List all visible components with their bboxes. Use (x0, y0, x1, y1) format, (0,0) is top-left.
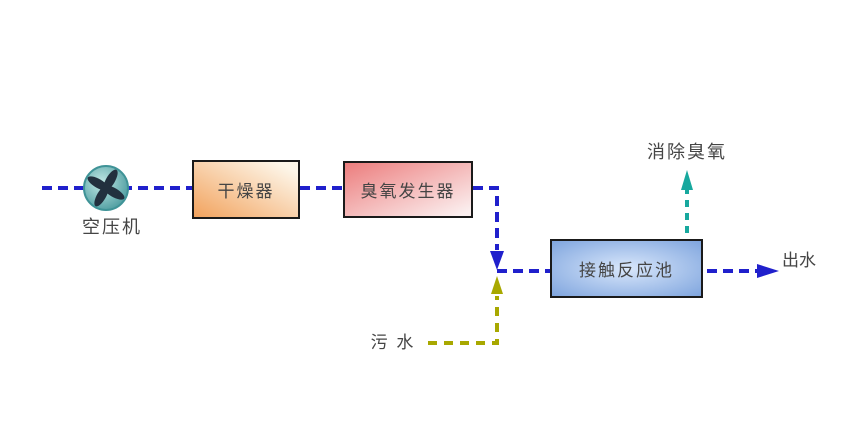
dryer-label: 干燥器 (217, 182, 275, 201)
contact-tank-label: 接触反应池 (579, 261, 674, 280)
compressor-label: 空压机 (82, 217, 142, 237)
node-ozone-generator: 臭氧发生器 (343, 161, 473, 218)
node-contact-tank: 接触反应池 (550, 239, 703, 298)
sewage-line (428, 296, 499, 345)
arrow-up-sewage-icon (491, 276, 503, 294)
compressor-icon (83, 165, 129, 211)
ozone-generator-label: 臭氧发生器 (360, 182, 456, 201)
arrow-right-icon (757, 264, 779, 278)
arrow-up-offgas-icon (681, 170, 693, 190)
node-dryer: 干燥器 (192, 160, 300, 219)
outlet-water-label: 出水 (782, 251, 816, 270)
sewage-label: 污 水 (370, 333, 416, 352)
air-line-ozone-to-junction (473, 186, 499, 250)
ozone-removal-label: 消除臭氧 (647, 142, 727, 162)
arrow-down-icon (490, 251, 504, 270)
